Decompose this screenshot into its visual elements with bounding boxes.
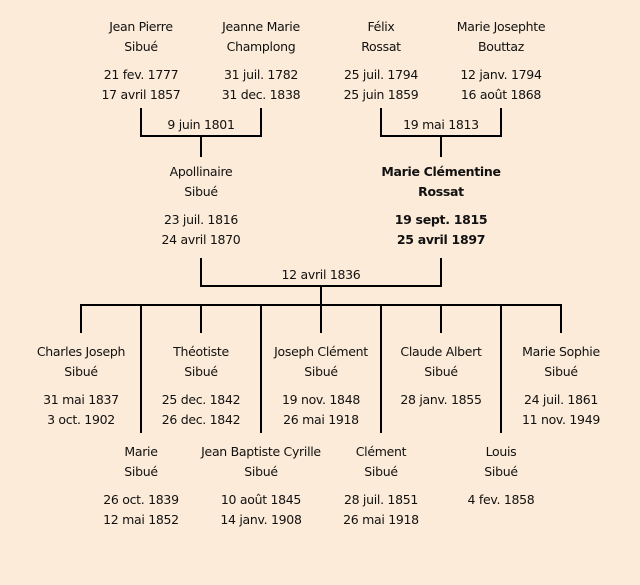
connector-line [320,285,322,305]
connector-line [440,258,442,286]
person-last-name: Sibué [124,39,158,54]
person-first-name: Joseph Clément [274,344,368,359]
connector-line [440,135,442,157]
marriage-date: 12 avril 1836 [281,267,361,282]
person-first-name: Marie Clémentine [381,164,501,179]
person-last-name: Sibué [544,364,578,379]
person-last-name: Sibué [304,364,338,379]
person-death-date: 17 avril 1857 [101,87,181,102]
person-death-date: 31 dec. 1838 [221,87,301,102]
person-death-date: 26 mai 1918 [343,512,419,527]
person-birth-date: 31 mai 1837 [43,392,119,407]
person-birth-date: 31 juil. 1782 [223,67,299,82]
person-birth-date: 4 fev. 1858 [467,492,535,507]
person-first-name: Marie Josephte [456,19,546,34]
person-death-date: 16 août 1868 [460,87,542,102]
person-birth-date: 12 janv. 1794 [460,67,542,82]
person-birth-date: 19 sept. 1815 [394,212,488,227]
person-death-date: 11 nov. 1949 [521,412,601,427]
person-first-name: Louis [485,444,517,459]
person-birth-date: 24 juil. 1861 [523,392,599,407]
person-death-date: 24 avril 1870 [161,232,241,247]
person-first-name: Claude Albert [400,344,482,359]
connector-line [440,304,442,333]
person-last-name: Sibué [364,464,398,479]
person-death-date: 14 janv. 1908 [220,512,302,527]
person-first-name: Apollinaire [169,164,233,179]
marriage-date: 19 mai 1813 [403,117,479,132]
person-birth-date: 28 janv. 1855 [400,392,482,407]
connector-line [260,304,262,433]
person-first-name: Théotiste [173,344,229,359]
person-last-name: Rossat [418,184,464,199]
person-first-name: Jean Pierre [109,19,173,34]
connector-line [500,108,502,136]
connector-line [140,304,142,433]
person-first-name: Marie Sophie [522,344,600,359]
connector-line [140,108,142,136]
connector-line [260,108,262,136]
connector-line [80,304,82,333]
person-first-name: Clément [355,444,407,459]
person-death-date: 25 avril 1897 [396,232,486,247]
connector-line [380,108,382,136]
person-birth-date: 26 oct. 1839 [103,492,179,507]
person-last-name: Sibué [244,464,278,479]
person-birth-date: 23 juil. 1816 [163,212,239,227]
person-death-date: 25 juin 1859 [343,87,419,102]
person-first-name: Charles Joseph [36,344,126,359]
person-last-name: Bouttaz [477,39,525,54]
person-first-name: Jean Baptiste Cyrille [201,444,321,459]
person-death-date: 3 oct. 1902 [47,412,115,427]
connector-line [500,304,502,433]
connector-line [560,304,562,333]
connector-line [200,135,202,157]
marriage-date: 9 juin 1801 [167,117,235,132]
person-first-name: Marie [124,444,158,459]
person-last-name: Sibué [124,464,158,479]
person-last-name: Sibué [64,364,98,379]
connector-line [200,258,202,286]
person-last-name: Sibué [484,464,518,479]
person-birth-date: 21 fev. 1777 [103,67,179,82]
connector-line [380,304,382,433]
person-birth-date: 25 dec. 1842 [161,392,241,407]
person-death-date: 12 mai 1852 [103,512,179,527]
person-birth-date: 19 nov. 1848 [281,392,361,407]
person-birth-date: 10 août 1845 [220,492,302,507]
person-birth-date: 25 juil. 1794 [343,67,419,82]
person-first-name: Félix [367,19,395,34]
person-last-name: Champlong [226,39,296,54]
person-last-name: Sibué [184,184,218,199]
person-last-name: Sibué [184,364,218,379]
person-first-name: Jeanne Marie [222,19,300,34]
person-last-name: Rossat [361,39,401,54]
person-death-date: 26 dec. 1842 [161,412,241,427]
person-death-date [426,510,576,530]
person-birth-date: 28 juil. 1851 [343,492,419,507]
person-death-date: 26 mai 1918 [283,412,359,427]
person-last-name: Sibué [424,364,458,379]
connector-line [320,304,322,333]
connector-line [200,304,202,333]
